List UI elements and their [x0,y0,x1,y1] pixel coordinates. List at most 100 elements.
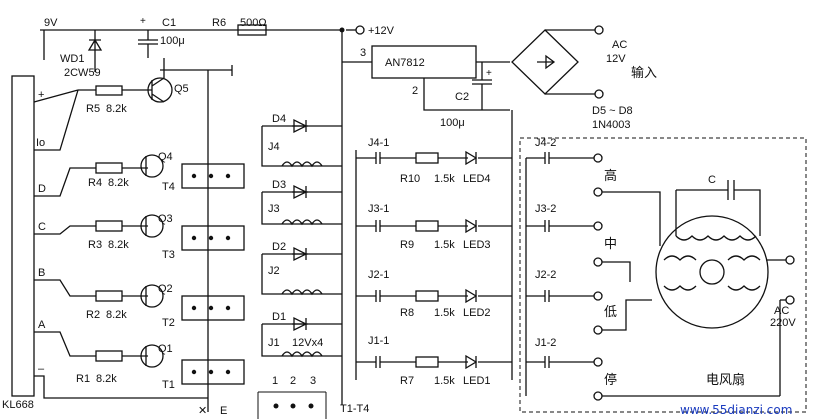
label-q5: Q5 [174,83,189,95]
r1-val: 8.2k [96,373,117,385]
pin2-label: 2 [412,85,418,97]
q1-label: Q1 [158,343,173,355]
t3-label: T3 [162,249,175,261]
j2-label: J2 [268,265,280,277]
led3-label: LED3 [463,239,491,251]
label-r5-val: 8.2k [106,103,127,115]
t1-label: T1 [162,379,175,391]
j1-1-label: J1-1 [368,335,389,347]
label-ac-in-3: 输入 [631,65,657,81]
regulator-label: AN7812 [385,57,425,69]
ic-name: KL668 [2,399,34,411]
d2-label: D2 [272,241,286,253]
svg-text:+: + [486,68,492,79]
t2-label: T2 [162,317,175,329]
r3-val: 8.2k [108,239,129,251]
ic-pin-b: B [38,267,45,279]
svg-text:✕: ✕ [198,405,207,417]
label-r6-val: 500Ω [240,17,267,29]
label-ac-in-2: 12V [606,53,626,65]
j3-label: J3 [268,203,280,215]
channel-1: R1 8.2k Q1 T1 D1 J1 12Vx4 J1-1 R7 1.5k L… [34,311,512,391]
channel-2: R2 8.2k Q2 T2 D2 J2 J2-1 R8 1.5k LED2 [34,241,512,329]
power-section: 9V WD1 2CW59 C1 100μ + R6 500Ω Q5 R5 8.2… [40,16,657,405]
ic-kl668: KL668 + Io D C B A – [2,70,209,412]
j2-1-label: J2-1 [368,269,389,281]
label-c1: C1 [162,17,176,29]
channel-4: R4 8.2k Q4 T4 D4 J4 J4-1 R10 1.5k LED4 [34,113,512,197]
j4-label: J4 [268,141,280,153]
ic-pin-d: D [38,183,46,195]
ic-pin-minus: – [38,363,45,375]
ic-pin-a: A [38,319,46,331]
r2-val: 8.2k [106,309,127,321]
label-r6: R6 [212,17,226,29]
label-rectifier-part: 1N4003 [592,119,631,131]
speed-mid: 中 [604,237,617,252]
coil-rating: 12Vx4 [292,337,323,349]
label-ac-in-1: AC [612,39,627,51]
r4-val: 8.2k [108,177,129,189]
q3-label: Q3 [158,213,173,225]
led2-label: LED2 [463,307,491,319]
r10-val: 1.5k [434,173,455,185]
led1-label: LED1 [463,375,491,387]
d1-label: D1 [272,311,286,323]
r8-val: 1.5k [434,307,455,319]
fan-label: 电风扇 [706,372,745,388]
r7-val: 1.5k [434,375,455,387]
label-c2-val: 100μ [440,117,465,129]
j1-2-label: J1-2 [535,337,556,349]
label-e: E [220,405,227,417]
channel-3: R3 8.2k Q3 T3 D3 J3 J3-1 R9 1.5k LED3 [34,179,512,261]
r1-label: R1 [76,373,90,385]
j1-label: J1 [268,337,280,349]
j2-2-label: J2-2 [535,269,556,281]
svg-text:+: + [140,16,146,27]
led4-label: LED4 [463,173,491,185]
ic-pin-io: Io [36,137,45,149]
label-wd1: WD1 [60,53,84,65]
jumper-pin-1: 1 [272,375,278,387]
fan-section: J4-2 J3-2 J2-2 J1-2 高 中 低 停 C AC 220V 电风… [519,137,807,413]
label-rectifier: D5 ~ D8 [592,105,633,117]
t4-label: T4 [162,181,175,193]
label-ac-out-2: 220V [770,317,796,329]
label-r5: R5 [86,103,100,115]
label-ac-out-1: AC [774,305,789,317]
r9-val: 1.5k [434,239,455,251]
j3-1-label: J3-1 [368,203,389,215]
label-9v: 9V [44,17,58,29]
label-vcc: +12V [368,25,395,37]
j4-1-label: J4-1 [368,137,389,149]
r10-label: R10 [400,173,420,185]
r2-label: R2 [86,309,100,321]
j3-2-label: J3-2 [535,203,556,215]
speed-stop: 停 [604,372,617,388]
ic-pin-plus: + [38,89,44,101]
fan-cap-label: C [708,174,716,186]
r3-label: R3 [88,239,102,251]
q2-label: Q2 [158,283,173,295]
speed-high: 高 [604,168,617,184]
jumper-pin-3: 3 [310,375,316,387]
label-c1-val: 100μ [160,35,185,47]
watermark: www.55dianzi.com [680,403,792,417]
r8-label: R8 [400,307,414,319]
label-c2: C2 [455,91,469,103]
jumper-label: T1-T4 [340,403,369,415]
jumper-block: 1 2 3 T1-T4 ✕ E [198,375,369,419]
label-wd1-val: 2CW59 [64,67,101,79]
pin3-label: 3 [360,47,366,59]
ic-pin-c: C [38,221,46,233]
d3-label: D3 [272,179,286,191]
j4-2-label: J4-2 [535,137,556,149]
r9-label: R9 [400,239,414,251]
r4-label: R4 [88,177,102,189]
r7-label: R7 [400,375,414,387]
speed-low: 低 [604,305,617,320]
q4-label: Q4 [158,151,173,163]
d4-label: D4 [272,113,286,125]
